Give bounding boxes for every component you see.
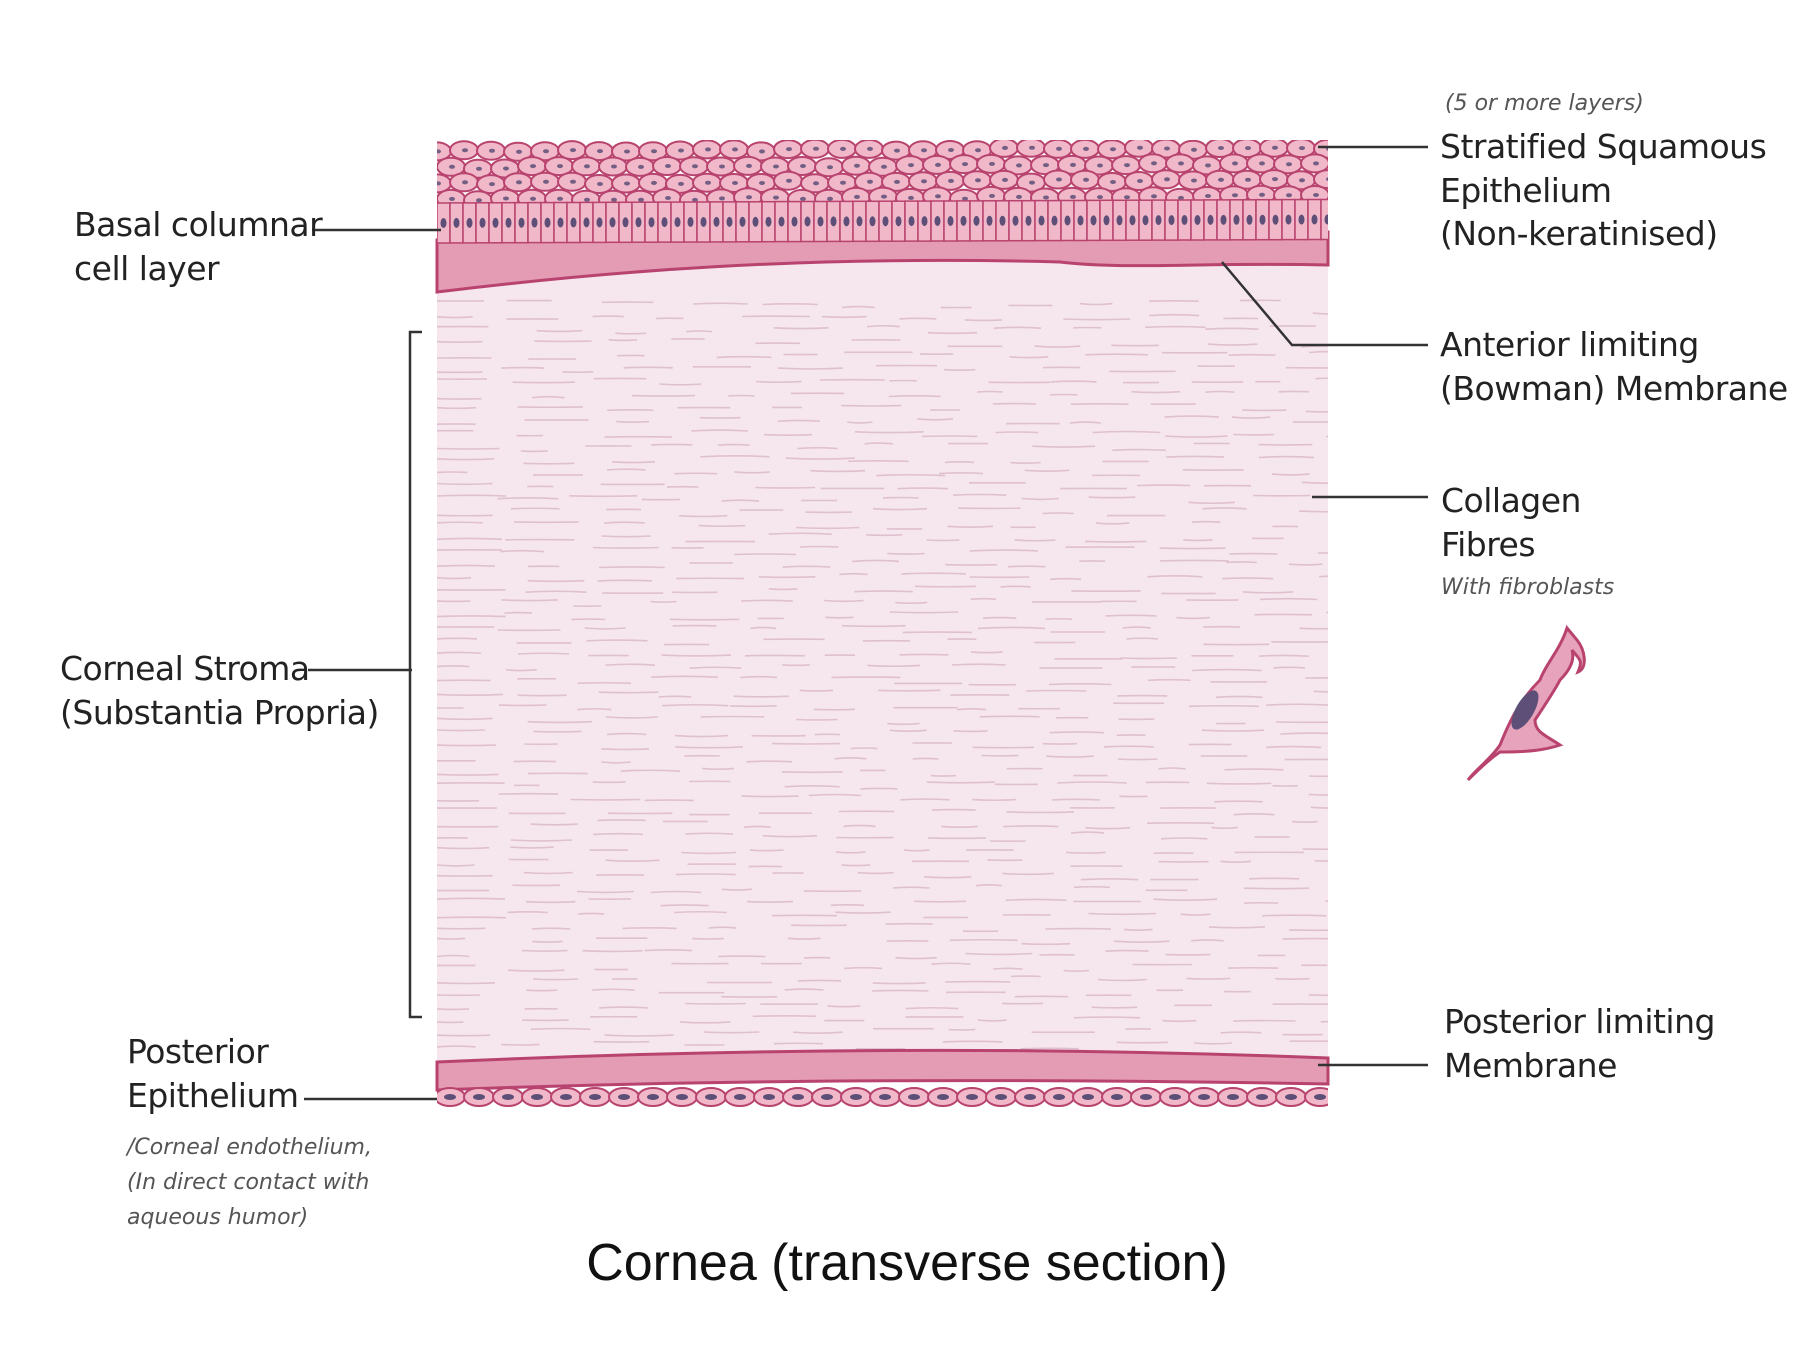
note-layers: (5 or more layers) bbox=[1445, 91, 1644, 116]
stratified-squamous-epithelium bbox=[437, 140, 1328, 211]
corneal-stroma bbox=[437, 255, 1328, 1065]
posterior-limiting-membrane bbox=[435, 1048, 1330, 1092]
leader-anterior bbox=[1221, 261, 1428, 347]
label-corneal-stroma: Corneal Stroma(Substantia Propria) bbox=[60, 649, 379, 732]
leader-lines bbox=[304, 145, 1428, 1101]
collagen-fibres bbox=[437, 299, 1328, 1050]
basal-columnar-cell-layer bbox=[437, 198, 1328, 244]
label-anterior-limiting: Anterior limiting(Bowman) Membrane bbox=[1440, 325, 1788, 408]
posterior-epithelium-cells bbox=[437, 1087, 1328, 1107]
fibroblast-icon bbox=[1466, 624, 1586, 782]
note-fibroblasts: With fibroblasts bbox=[1441, 575, 1615, 600]
stroma-bracket bbox=[408, 330, 422, 1019]
note-corneal-endothelium: /Corneal endothelium,(In direct contact … bbox=[127, 1135, 372, 1231]
diagram-title: Cornea (transverse section) bbox=[586, 1234, 1228, 1292]
